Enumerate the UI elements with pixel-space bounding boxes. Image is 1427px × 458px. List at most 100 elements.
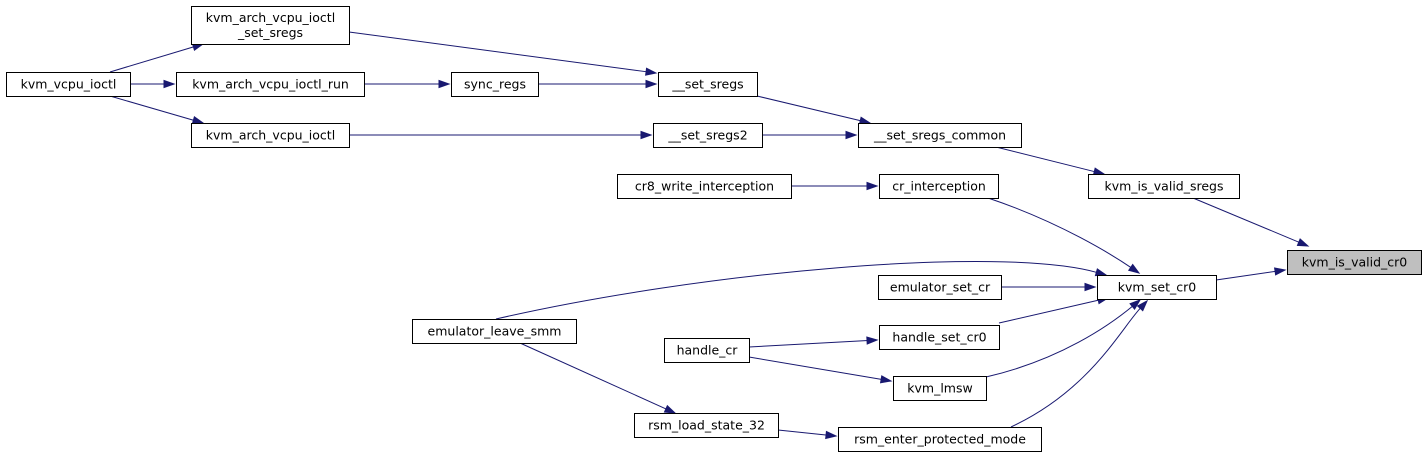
edge-arrowhead bbox=[1274, 267, 1287, 276]
edge-__set_sregs-to-__set_sregs_common bbox=[756, 95, 872, 125]
node-box bbox=[1088, 174, 1240, 199]
edge-emulator_set_cr-to-kvm_set_cr0 bbox=[1001, 282, 1097, 292]
node-kvm-arch-vcpu-ioctl[interactable]: kvm_arch_vcpu_ioctl bbox=[191, 123, 350, 148]
edge-__set_sregs_common-to-kvm_is_valid_sregs bbox=[995, 146, 1106, 176]
node-box bbox=[658, 72, 758, 97]
node-set-sregs[interactable]: __set_sregs bbox=[658, 72, 758, 97]
node-box bbox=[634, 413, 779, 438]
node-label: kvm_vcpu_ioctl bbox=[21, 77, 117, 92]
edge-arrowhead bbox=[1094, 268, 1108, 277]
edge-kvm_is_valid_sregs-to-kvm_is_valid_cr0 bbox=[1192, 197, 1310, 247]
edge-handle_cr-to-handle_set_cr0 bbox=[748, 336, 879, 348]
edge-arrowhead bbox=[163, 79, 176, 89]
edge-line bbox=[519, 342, 668, 410]
node-kvm-is-valid-cr0[interactable]: kvm_is_valid_cr0 bbox=[1287, 250, 1422, 275]
node-kvm-vcpu-ioctl[interactable]: kvm_vcpu_ioctl bbox=[6, 72, 131, 97]
edge-line bbox=[1215, 270, 1277, 281]
edge-line bbox=[987, 197, 1132, 269]
node-set-sregs2[interactable]: __set_sregs2 bbox=[653, 123, 763, 148]
edge-line bbox=[1192, 197, 1300, 243]
edge-kvm_set_cr0-to-kvm_is_valid_cr0 bbox=[1215, 267, 1287, 281]
node-box bbox=[878, 275, 1002, 300]
node-label: kvm_arch_vcpu_ioctl bbox=[206, 128, 335, 143]
edge-line bbox=[985, 305, 1134, 378]
node-label: rsm_enter_protected_mode bbox=[854, 432, 1026, 447]
node-label: __set_sregs bbox=[671, 77, 743, 92]
node-box bbox=[838, 427, 1042, 452]
node-box bbox=[879, 174, 999, 199]
node-kvm-arch-vcpu-ioctl-run[interactable]: kvm_arch_vcpu_ioctl_run bbox=[176, 72, 365, 97]
node-box bbox=[191, 123, 350, 148]
node-label: cr8_write_interception bbox=[635, 179, 774, 194]
edge-line bbox=[998, 299, 1100, 324]
node-label: kvm_is_valid_cr0 bbox=[1302, 255, 1407, 270]
edge-line bbox=[348, 31, 648, 73]
edge-line bbox=[756, 95, 862, 122]
node-kvm-arch-vcpu-ioctl-set-sregs[interactable]: kvm_arch_vcpu_ioctl_set_sregs bbox=[191, 6, 350, 45]
edge-line bbox=[1010, 307, 1142, 428]
edge-kvm_vcpu_ioctl-to-kvm_arch_vcpu_ioctl_set_sregs bbox=[109, 43, 205, 73]
node-box bbox=[451, 72, 539, 97]
node-label: _set_sregs bbox=[237, 25, 303, 40]
nodes-layer: kvm_is_valid_cr0 kvm_is_valid_sregs kvm_se… bbox=[6, 6, 1422, 452]
edge-kvm_vcpu_ioctl-to-kvm_arch_vcpu_ioctl bbox=[109, 95, 205, 125]
node-handle-cr[interactable]: handle_cr bbox=[664, 338, 750, 363]
edge-kvm_arch_vcpu_ioctl_run-to-sync_regs bbox=[364, 79, 451, 89]
edge-rsm_enter_protected_mode-to-kvm_set_cr0 bbox=[1010, 299, 1149, 428]
node-box bbox=[664, 338, 750, 363]
node-box bbox=[1097, 275, 1217, 300]
edge-line bbox=[748, 339, 869, 348]
edge-line bbox=[109, 46, 195, 73]
edge-arrowhead bbox=[1127, 263, 1141, 274]
edge-cr8_write_interception-to-cr_interception bbox=[791, 181, 879, 191]
edge-rsm_load_state_32-to-rsm_enter_protected_mode bbox=[777, 429, 838, 440]
edge-arrowhead bbox=[1136, 299, 1149, 312]
edge-arrowhead bbox=[663, 404, 677, 414]
node-cr8-write-interception[interactable]: cr8_write_interception bbox=[617, 174, 792, 199]
node-box bbox=[893, 376, 987, 401]
node-emulator-set-cr[interactable]: emulator_set_cr bbox=[878, 275, 1002, 300]
node-rsm-enter-protected-mode[interactable]: rsm_enter_protected_mode bbox=[838, 427, 1042, 452]
edge-arrowhead bbox=[645, 79, 658, 89]
node-label: sync_regs bbox=[464, 77, 526, 92]
edge-line bbox=[495, 260, 1098, 320]
edge-arrowhead bbox=[640, 130, 653, 140]
edge-arrowhead bbox=[1092, 167, 1106, 176]
edge-line bbox=[777, 429, 828, 436]
node-kvm-is-valid-sregs[interactable]: kvm_is_valid_sregs bbox=[1088, 174, 1240, 199]
node-box bbox=[191, 6, 350, 45]
edge-handle_cr-to-kvm_lmsw bbox=[748, 356, 893, 384]
edge-line bbox=[748, 356, 883, 380]
edge-arrowhead bbox=[866, 181, 879, 191]
node-label: kvm_arch_vcpu_ioctl_run bbox=[192, 77, 349, 92]
node-box bbox=[858, 123, 1022, 148]
edge-arrowhead bbox=[438, 79, 451, 89]
node-label: emulator_set_cr bbox=[890, 280, 991, 295]
node-kvm-lmsw[interactable]: kvm_lmsw bbox=[893, 376, 987, 401]
edge-line bbox=[109, 95, 195, 121]
node-set-sregs-common[interactable]: __set_sregs_common bbox=[858, 123, 1022, 148]
node-box bbox=[6, 72, 131, 97]
node-label: kvm_is_valid_sregs bbox=[1104, 179, 1223, 194]
node-label: rsm_load_state_32 bbox=[648, 418, 765, 433]
node-cr-interception[interactable]: cr_interception bbox=[879, 174, 999, 199]
node-rsm-load-state-32[interactable]: rsm_load_state_32 bbox=[634, 413, 779, 438]
edge-__set_sregs2-to-__set_sregs_common bbox=[762, 130, 858, 140]
edge-kvm_lmsw-to-kvm_set_cr0 bbox=[985, 299, 1142, 378]
edge-handle_set_cr0-to-kvm_set_cr0 bbox=[998, 296, 1110, 324]
node-kvm-set-cr0[interactable]: kvm_set_cr0 bbox=[1097, 275, 1217, 300]
node-box bbox=[879, 325, 1000, 350]
edge-sync_regs-to-__set_sregs bbox=[538, 79, 658, 89]
edge-line bbox=[995, 146, 1096, 173]
node-sync-regs[interactable]: sync_regs bbox=[451, 72, 539, 97]
edge-emulator_leave_smm-to-kvm_set_cr0 bbox=[495, 260, 1108, 320]
node-label: kvm_set_cr0 bbox=[1118, 280, 1196, 295]
edge-arrowhead bbox=[191, 116, 205, 125]
node-label: handle_cr bbox=[677, 343, 739, 358]
edge-arrowhead bbox=[1084, 282, 1097, 292]
node-emulator-leave-smm[interactable]: emulator_leave_smm bbox=[412, 319, 577, 344]
edge-arrowhead bbox=[645, 67, 658, 76]
node-handle-set-cr0[interactable]: handle_set_cr0 bbox=[879, 325, 1000, 350]
edge-cr_interception-to-kvm_set_cr0 bbox=[987, 197, 1141, 274]
